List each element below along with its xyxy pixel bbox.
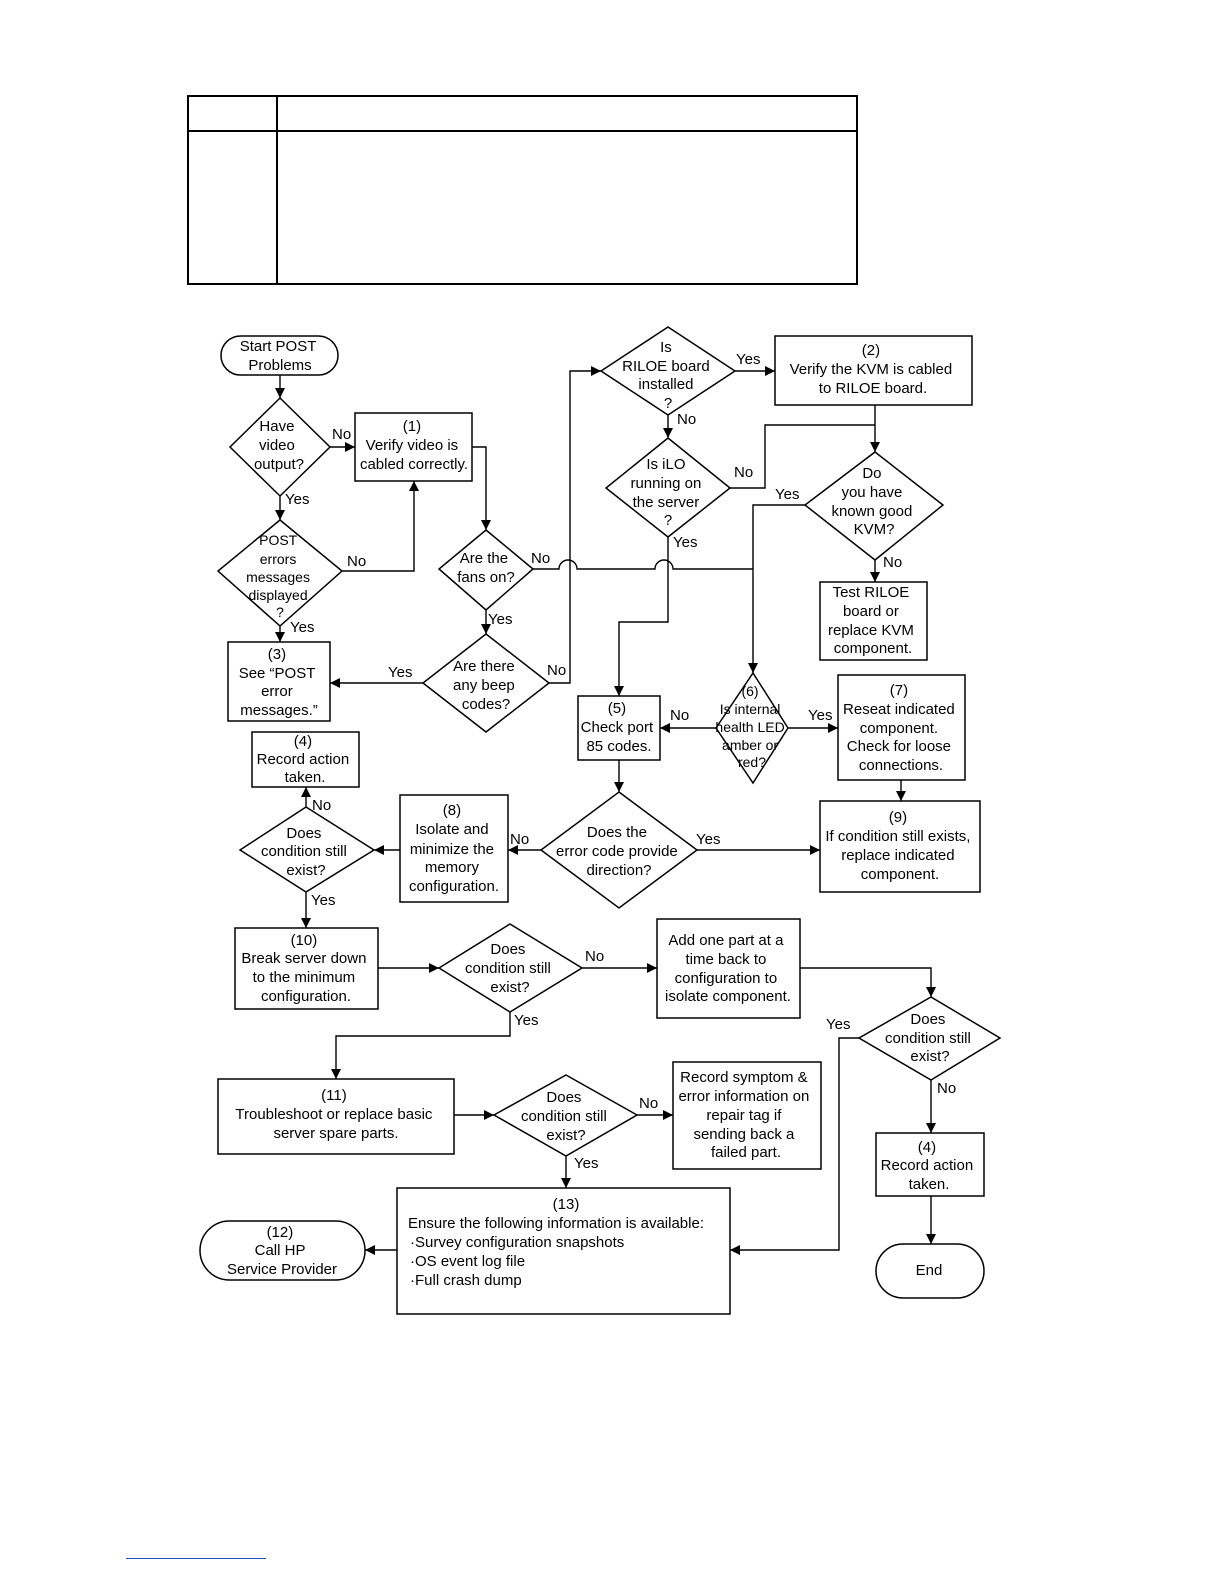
test-riloe-box bbox=[819, 581, 928, 661]
add-part-box bbox=[656, 918, 801, 1019]
step-11-text: (11) Troubleshoot or replace basic serve… bbox=[235, 1087, 436, 1142]
label-riloe-no: No bbox=[677, 411, 696, 428]
ilo-decision bbox=[604, 437, 732, 538]
step-4-top-box bbox=[251, 731, 360, 788]
error-direction-text: Does the error code provide direction? bbox=[556, 824, 682, 879]
edge-labels: No Yes No Yes No Yes Yes No Yes No No Ye… bbox=[285, 351, 956, 1172]
label-direction-no: No bbox=[510, 831, 529, 848]
step-11-box bbox=[217, 1078, 455, 1155]
health-led-text: (6) Is internal health LED amber or red? bbox=[715, 683, 788, 770]
post-errors-decision bbox=[216, 519, 344, 628]
beep-codes-decision bbox=[421, 633, 551, 733]
label-direction-yes: Yes bbox=[696, 831, 720, 848]
condition-decision-1 bbox=[238, 806, 376, 893]
riloe-text: Is RILOE board installed ? bbox=[622, 339, 714, 412]
label-riloe-yes: Yes bbox=[736, 351, 760, 368]
step-10-text: (10) Break server down to the minimum co… bbox=[241, 932, 370, 1005]
label-ilo-yes: Yes bbox=[673, 534, 697, 551]
fans-decision bbox=[437, 529, 535, 611]
label-cond4-yes: Yes bbox=[574, 1155, 598, 1172]
beep-codes-text: Are there any beep codes? bbox=[453, 658, 519, 713]
step-13-list: Ensure the following information is avai… bbox=[408, 1215, 708, 1289]
label-cond3-yes: Yes bbox=[826, 1016, 850, 1033]
label-ilo-no: No bbox=[734, 464, 753, 481]
riloe-decision bbox=[599, 326, 737, 416]
start-terminator bbox=[220, 335, 339, 376]
step-8-text: (8) Isolate and minimize the memory conf… bbox=[409, 802, 499, 895]
fans-text: Are the fans on? bbox=[457, 550, 515, 586]
condition-decision-3 bbox=[857, 996, 1002, 1081]
label-led-no: No bbox=[670, 707, 689, 724]
record-symptom-text: Record symptom & error information on re… bbox=[678, 1069, 813, 1161]
add-part-text: Add one part at a time back to configura… bbox=[665, 932, 791, 1005]
end-terminator bbox=[875, 1243, 985, 1299]
header-table bbox=[187, 95, 858, 285]
label-cond2-yes: Yes bbox=[514, 1012, 538, 1029]
step-12-terminator bbox=[199, 1220, 366, 1281]
step-1-box bbox=[354, 412, 473, 482]
label-video-yes: Yes bbox=[285, 491, 309, 508]
label-post-err-no: No bbox=[347, 553, 366, 570]
condition-4-text: Does condition still exist? bbox=[521, 1089, 611, 1144]
label-beep-no: No bbox=[547, 662, 566, 679]
label-cond1-no: No bbox=[312, 797, 331, 814]
video-output-text: Have video output? bbox=[254, 418, 304, 473]
arrowheads bbox=[275, 366, 936, 1255]
condition-3-text: Does condition still exist? bbox=[885, 1011, 975, 1065]
step-2-text: (2) Verify the KVM is cabled to RILOE bo… bbox=[790, 342, 957, 397]
label-cond4-no: No bbox=[639, 1095, 658, 1112]
label-video-no: No bbox=[332, 426, 351, 443]
condition-decision-4 bbox=[492, 1074, 639, 1157]
label-cond2-no: No bbox=[585, 948, 604, 965]
condition-decision-2 bbox=[437, 923, 584, 1013]
step-3-text: (3) See “POST error messages.” bbox=[239, 646, 320, 719]
step-9-text: (9) If condition still exists, replace i… bbox=[825, 809, 974, 883]
video-output-decision bbox=[228, 396, 332, 498]
step-13-box bbox=[396, 1187, 731, 1315]
health-led-decision bbox=[715, 671, 789, 785]
label-post-err-yes: Yes bbox=[290, 619, 314, 636]
step-4-bottom-box bbox=[875, 1132, 985, 1197]
test-riloe-text: Test RILOE board or replace KVM componen… bbox=[828, 584, 918, 657]
label-beep-yes: Yes bbox=[388, 664, 412, 681]
step-4-top-text: (4) Record action taken. bbox=[257, 733, 354, 786]
step-12-text: (12) Call HP Service Provider bbox=[227, 1224, 337, 1278]
step-2-box bbox=[774, 335, 973, 406]
known-good-kvm-decision bbox=[803, 451, 945, 561]
label-fans-no: No bbox=[531, 550, 550, 567]
record-symptom-box bbox=[672, 1061, 822, 1170]
node-shapes bbox=[199, 326, 1002, 1315]
post-errors-text: POST errors messages displayed ? bbox=[246, 532, 314, 620]
known-good-kvm-text: Do you have known good KVM? bbox=[831, 465, 916, 538]
start-text: Start POST Problems bbox=[240, 338, 321, 374]
node-texts: Start POST Problems Have video output? (… bbox=[227, 338, 978, 1289]
step-4-bottom-text: (4) Record action taken. bbox=[881, 1139, 978, 1193]
step-10-box bbox=[234, 927, 379, 1010]
footer-rule bbox=[126, 1558, 266, 1559]
label-cond3-no: No bbox=[937, 1080, 956, 1097]
step-8-box bbox=[399, 794, 509, 903]
condition-1-text: Does condition still exist? bbox=[261, 825, 351, 879]
label-kvm-no: No bbox=[883, 554, 902, 571]
condition-2-text: Does condition still exist? bbox=[465, 941, 555, 996]
label-cond1-yes: Yes bbox=[311, 892, 335, 909]
step-7-text: (7) Reseat indicated component. Check fo… bbox=[843, 682, 959, 774]
step-5-text: (5) Check port 85 codes. bbox=[581, 700, 658, 755]
step-1-text: (1) Verify video is cabled correctly. bbox=[360, 418, 468, 473]
step-13-title: (13) bbox=[553, 1196, 580, 1213]
label-led-yes: Yes bbox=[808, 707, 832, 724]
step-5-box bbox=[577, 695, 661, 761]
ilo-text: Is iLO running on the server ? bbox=[630, 456, 705, 529]
error-direction-decision bbox=[539, 791, 699, 909]
label-fans-yes: Yes bbox=[488, 611, 512, 628]
step-3-box bbox=[227, 641, 331, 722]
end-text: End bbox=[916, 1262, 943, 1279]
label-kvm-yes: Yes bbox=[775, 486, 799, 503]
step-7-box bbox=[837, 674, 966, 781]
step-9-box bbox=[819, 800, 981, 893]
